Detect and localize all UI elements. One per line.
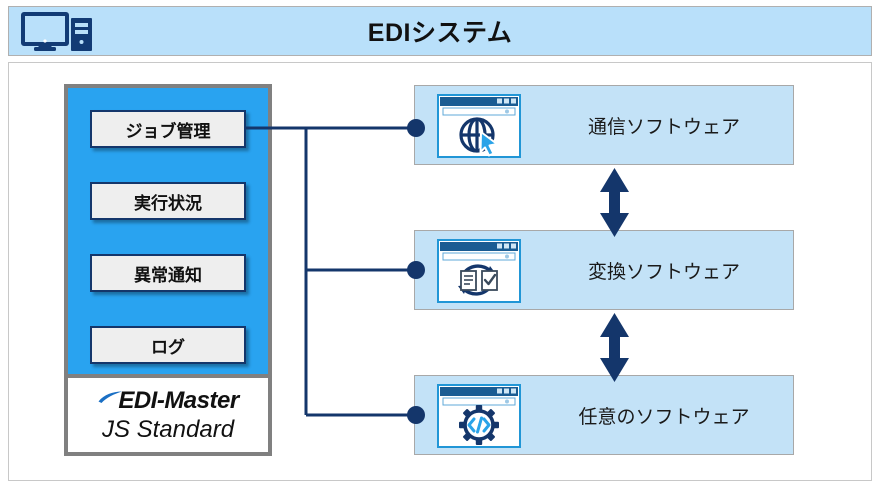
convert-sync-browser-window-icon <box>437 239 521 303</box>
menu-button-execution-status[interactable]: 実行状況 <box>90 182 246 220</box>
gear-code-browser-window-icon <box>437 384 521 448</box>
product-panel: ジョブ管理 実行状況 異常通知 ログ EDI-Mast <box>64 84 272 456</box>
header-bar: EDIシステム <box>8 6 872 56</box>
software-box-any-software[interactable]: 任意のソフトウェア <box>414 375 794 455</box>
product-logo: EDI-Master JS Standard <box>68 374 268 452</box>
software-box-label: 通信ソフトウェア <box>587 116 740 138</box>
software-box-label: 変換ソフトウェア <box>587 261 740 283</box>
page-title: EDIシステム <box>367 19 513 47</box>
menu-button-job-management[interactable]: ジョブ管理 <box>90 110 246 148</box>
menu-button-label: 実行状況 <box>134 193 202 213</box>
menu-area: ジョブ管理 実行状況 異常通知 ログ <box>68 88 268 374</box>
desktop-computer-icon <box>21 12 95 54</box>
logo-product-edition: JS Standard <box>101 415 235 443</box>
logo-swoosh-icon <box>97 390 123 411</box>
menu-button-error-notification[interactable]: 異常通知 <box>90 254 246 292</box>
software-box-communication[interactable]: 通信ソフトウェア <box>414 85 794 165</box>
globe-browser-window-icon <box>437 94 521 158</box>
software-box-conversion[interactable]: 変換ソフトウェア <box>414 230 794 310</box>
logo-product-name: EDI-Master <box>118 386 239 414</box>
menu-button-log[interactable]: ログ <box>90 326 246 364</box>
menu-button-label: ジョブ管理 <box>125 121 211 141</box>
menu-button-label: 異常通知 <box>134 265 202 285</box>
software-box-label: 任意のソフトウェア <box>578 406 750 428</box>
menu-button-label: ログ <box>151 337 185 357</box>
